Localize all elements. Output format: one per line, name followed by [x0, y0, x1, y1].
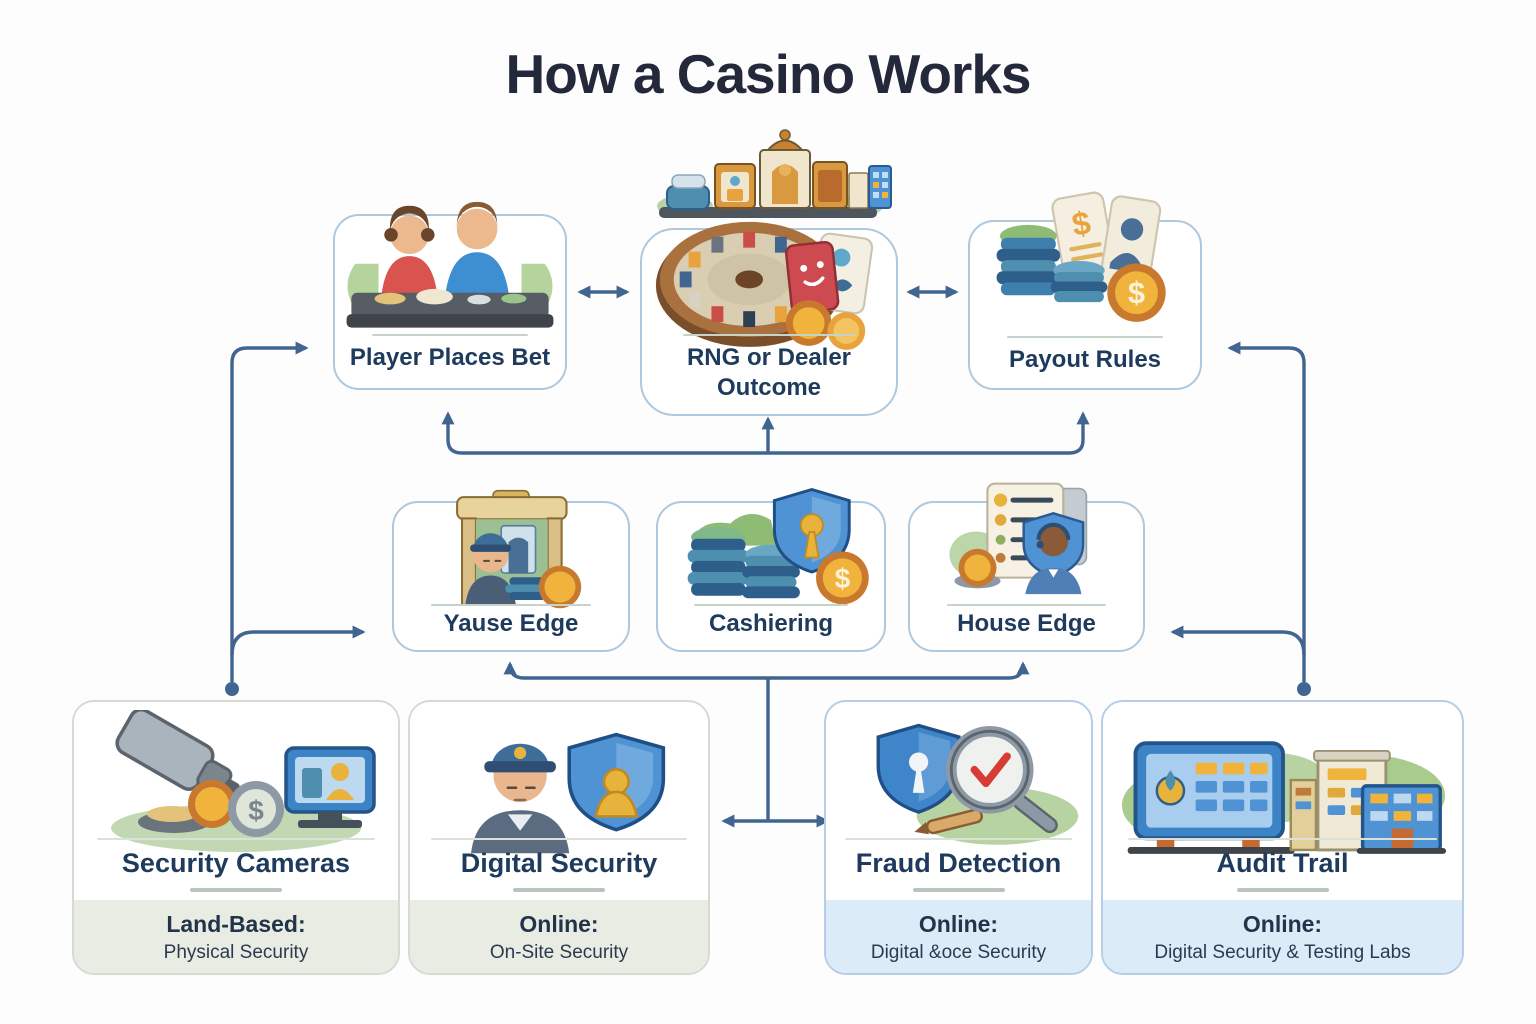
feedback-bus-middle — [503, 661, 1030, 680]
divider — [96, 838, 376, 840]
mode-label: Online: — [1242, 911, 1323, 937]
mode-label: Online: — [519, 911, 599, 937]
right-riser-branch — [1170, 625, 1306, 656]
players-at-table-icon — [334, 200, 566, 345]
chips-shield-coin-icon: $ — [669, 481, 873, 617]
left-riser-dot — [225, 682, 239, 696]
node-label: Yause Edge — [443, 609, 579, 637]
mode-band: Online: Digital Security & Testing Labs — [1103, 900, 1462, 973]
shield-magnifier-icon — [834, 714, 1084, 858]
left-riser-branch — [230, 625, 366, 656]
card-audit-trail: Audit Trail Online: Digital Security & T… — [1101, 700, 1464, 975]
card-fraud-detection: Fraud Detection Online: Digital &oce Sec… — [824, 700, 1093, 975]
mode-label: Land-Based: — [166, 911, 306, 937]
accent-line — [1236, 888, 1329, 892]
divider — [371, 334, 529, 336]
svg-text:$: $ — [248, 795, 264, 826]
document-agent-coin-icon — [928, 477, 1126, 609]
card-title: Fraud Detection — [855, 848, 1062, 878]
casino-building-icon — [643, 128, 893, 223]
right-riser — [1227, 341, 1306, 682]
divider — [844, 838, 1073, 840]
card-title: Security Cameras — [121, 848, 351, 878]
node-label: Cashiering — [708, 609, 834, 637]
mode-band: Online: Digital &oce Security — [826, 900, 1091, 973]
mode-detail: Physical Security — [163, 942, 309, 963]
divider — [947, 604, 1106, 606]
node-label: House Edge — [957, 609, 1096, 637]
right-riser-dot — [1297, 682, 1311, 696]
divider — [430, 838, 688, 840]
divider — [431, 604, 591, 606]
svg-text:$: $ — [835, 563, 851, 594]
accent-line — [912, 888, 1005, 892]
node-house-edge: House Edge — [908, 482, 1145, 652]
left-riser — [230, 341, 309, 682]
divider — [682, 334, 856, 336]
divider — [1006, 336, 1164, 338]
mode-label: Online: — [918, 911, 999, 937]
node-payout-rules: $ — [968, 191, 1202, 390]
feedback-bus-top — [441, 411, 1090, 455]
node-rng-or-dealer-outcome: RNG or Dealer Outcome — [640, 221, 898, 416]
node-yause-edge: Yause Edge — [392, 489, 630, 652]
accent-line — [190, 888, 282, 892]
cashier-booth-icon — [413, 489, 609, 620]
svg-text:$: $ — [1128, 275, 1145, 310]
mode-detail: On-Site Security — [489, 942, 629, 963]
accent-line — [513, 888, 605, 892]
node-label: Player Places Bet — [349, 343, 551, 371]
node-cashiering: $ Cashiering — [656, 487, 886, 652]
card-title: Audit Trail — [1216, 848, 1349, 878]
surveillance-camera-icon: $ — [86, 710, 386, 860]
roulette-wheel-icon — [640, 206, 898, 360]
node-label: RNG or Dealer Outcome — [686, 344, 852, 401]
mode-band: Land-Based: Physical Security — [74, 900, 398, 973]
chips-and-cards-icon: $ — [982, 188, 1188, 334]
mode-detail: Digital Security & Testing Labs — [1154, 942, 1411, 963]
mode-detail: Digital &oce Security — [870, 942, 1047, 963]
guard-and-shield-icon — [426, 710, 692, 863]
node-label: Payout Rules — [1008, 345, 1162, 373]
divider — [1128, 838, 1437, 840]
mode-band: Online: On-Site Security — [410, 900, 708, 973]
page-title: How a Casino Works — [505, 43, 1032, 105]
card-security-cameras: $ Security Cameras Land-Based: Physical … — [72, 700, 400, 975]
node-player-places-bet: Player Places Bet — [333, 201, 567, 390]
card-digital-security: Digital Security Online: On-Site Securit… — [408, 700, 710, 975]
divider — [694, 604, 848, 606]
card-title: Digital Security — [460, 848, 658, 878]
